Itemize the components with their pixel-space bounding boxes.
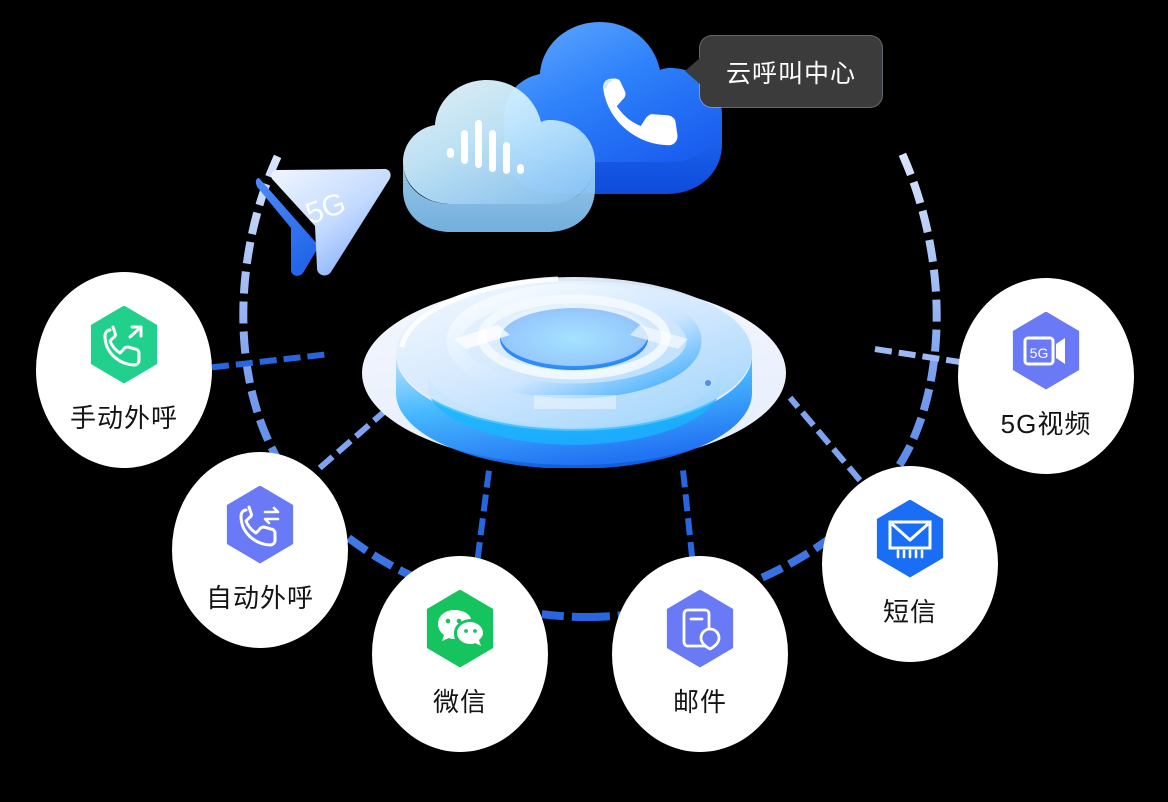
channel-node-email[interactable]: 邮件 — [612, 556, 788, 752]
channel-label: 微信 — [432, 686, 487, 717]
5g-send-plane-icon: 5G — [255, 168, 391, 276]
hex-badge — [426, 589, 494, 668]
hex-badge — [876, 499, 944, 578]
spoke-email — [679, 466, 696, 560]
channel-label: 手动外呼 — [69, 402, 178, 433]
icon-container — [664, 589, 736, 668]
channel-label: 5G视频 — [1000, 408, 1092, 439]
hex-badge — [666, 589, 734, 668]
hex-badge — [226, 485, 294, 564]
svg-text:5G: 5G — [1030, 345, 1049, 361]
spoke-sms — [787, 395, 863, 483]
spoke-5gvideo — [864, 344, 964, 366]
cloud-illustration — [395, 18, 745, 268]
channel-label: 邮件 — [672, 686, 727, 717]
glass-platform-icon — [362, 276, 786, 468]
channel-node-auto-outbound[interactable]: 自动外呼 — [172, 452, 348, 648]
icon-container — [424, 589, 496, 668]
channel-label: 自动外呼 — [205, 582, 314, 613]
channel-node-5g-video[interactable]: 5G 5G视频 — [958, 278, 1134, 474]
icon-container — [874, 499, 946, 578]
badge-pointer-icon — [685, 57, 701, 85]
envelope-icon — [888, 520, 932, 558]
cloud-call-center-badge: 云呼叫中心 — [685, 36, 883, 107]
video-camera-5g-icon: 5G — [1023, 336, 1065, 365]
hex-badge — [90, 305, 158, 384]
mail-document-icon — [682, 608, 721, 650]
wechat-icon — [438, 609, 483, 646]
channel-label: 短信 — [882, 596, 937, 627]
icon-container: 5G — [1010, 311, 1082, 390]
phone-outgoing-icon — [103, 325, 143, 366]
icon-container — [88, 305, 160, 384]
spoke-manual — [211, 350, 334, 371]
hex-badge: 5G — [1012, 311, 1080, 390]
icon-container — [224, 485, 296, 564]
channel-node-wechat[interactable]: 微信 — [372, 556, 548, 752]
channel-node-manual-outbound[interactable]: 手动外呼 — [36, 272, 212, 468]
spoke-wechat — [474, 466, 493, 560]
phone-exchange-icon — [239, 505, 280, 546]
cloud-with-soundwave-icon — [403, 80, 595, 232]
badge-label: 云呼叫中心 — [726, 59, 857, 88]
channel-node-sms[interactable]: 短信 — [822, 466, 998, 662]
